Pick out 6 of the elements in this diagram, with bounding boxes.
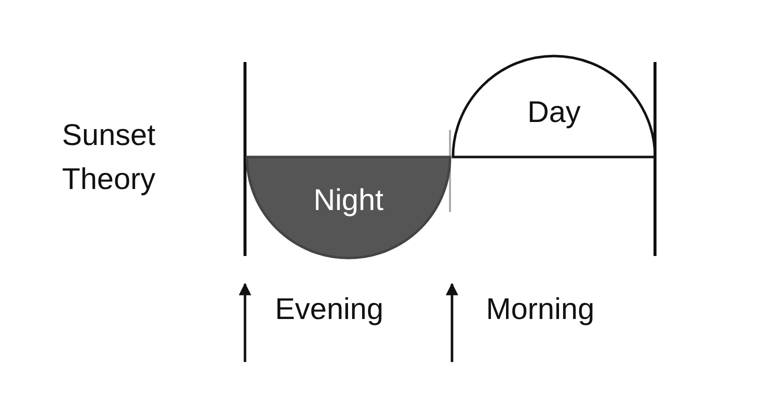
node-label: Day xyxy=(527,96,581,130)
time-label: Evening xyxy=(275,292,384,328)
node-label: Night xyxy=(313,184,384,218)
time-label: Morning xyxy=(486,292,596,328)
side-label: Sunset Theory xyxy=(62,118,156,198)
semicircle xyxy=(453,56,655,157)
